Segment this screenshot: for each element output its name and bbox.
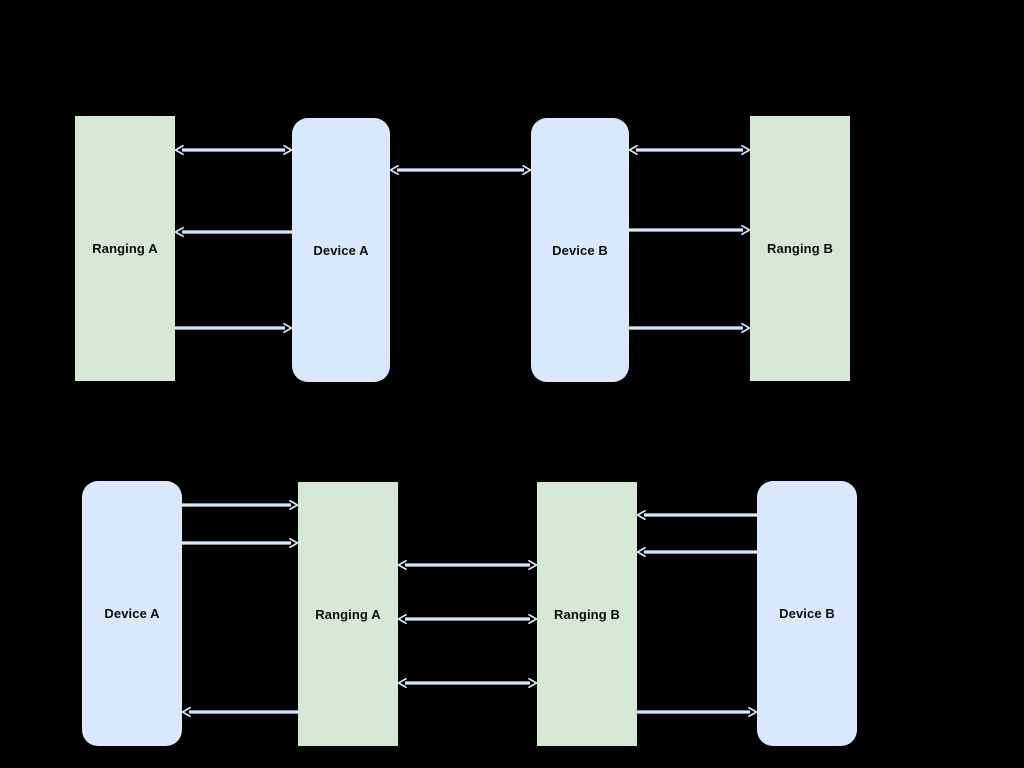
node-bot-ranging-a[interactable]: Ranging A [298,482,398,746]
arrow-ranging-b-to-device-b-right [637,705,759,719]
node-top-ranging-b[interactable]: Ranging B [750,116,850,381]
node-top-device-b[interactable]: Device B [531,118,629,382]
node-bot-device-a[interactable]: Device A [82,481,182,746]
node-label: Device B [552,242,608,258]
arrow-glyph [396,613,539,625]
node-label: Ranging A [315,606,381,622]
arrow-device-b-to-ranging-b-left-lower [635,545,757,559]
arrow-device-b-to-ranging-b-left-upper [635,508,757,522]
arrow-ranging-a-to-device-a-left [180,705,298,719]
arrow-ranging-a-to-ranging-b-bidir-lower [396,676,539,690]
arrow-glyph [180,706,298,718]
node-label: Ranging A [92,241,158,256]
node-top-ranging-a[interactable]: Ranging A [75,116,175,381]
node-label: Device A [104,606,160,621]
arrow-glyph [182,537,300,549]
node-label: Ranging B [767,241,833,256]
arrow-glyph [635,546,757,558]
node-label: Device A [313,242,369,258]
node-top-device-a[interactable]: Device A [292,118,390,382]
arrow-glyph [396,677,539,689]
node-label: Device B [779,606,835,621]
arrow-ranging-a-to-ranging-b-bidir-upper [396,558,539,572]
arrow-glyph [635,509,757,521]
arrow-glyph [396,559,539,571]
node-bot-device-b[interactable]: Device B [757,481,857,746]
arrow-glyph [182,499,300,511]
arrow-device-a-to-ranging-a-right-upper [182,498,300,512]
arrow-glyph [637,706,759,718]
arrow-ranging-a-to-ranging-b-bidir-middle [396,612,539,626]
node-label: Ranging B [554,606,620,622]
node-bot-ranging-b[interactable]: Ranging B [537,482,637,746]
arrow-device-a-to-ranging-a-right-lower [182,536,300,550]
